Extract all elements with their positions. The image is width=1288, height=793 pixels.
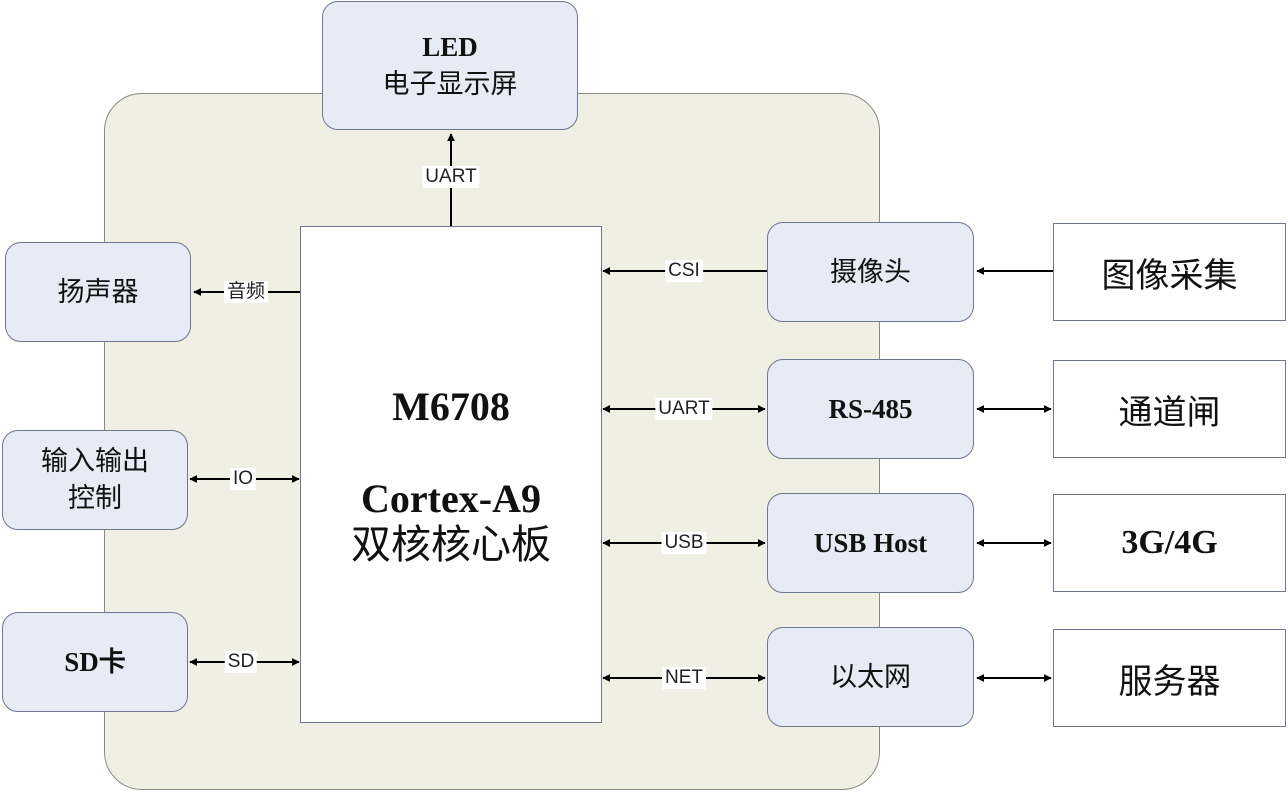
link-label-uart-led: UART: [422, 166, 480, 188]
link-label-usb: USB: [661, 532, 707, 554]
gate-box: 通道闸: [1053, 360, 1286, 458]
core-model: M6708: [392, 383, 510, 429]
ethernet-label: 以太网: [830, 661, 911, 692]
image-capture-label: 图像采集: [1101, 257, 1238, 295]
io-label-line1: 输入输出: [41, 446, 149, 476]
image-capture-box: 图像采集: [1053, 223, 1286, 321]
ethernet-box: 以太网: [767, 627, 974, 727]
led-title: LED: [422, 31, 478, 62]
link-label-uart-rs485: UART: [655, 398, 713, 420]
io-control-box: 输入输出 控制: [2, 430, 188, 530]
speaker-label: 扬声器: [57, 276, 139, 307]
core-cpu: Cortex-A9: [361, 475, 541, 521]
sd-card-box: SD卡: [2, 612, 188, 712]
link-label-csi: CSI: [665, 260, 703, 282]
sd-card-label: SD卡: [64, 646, 126, 677]
link-label-sd: SD: [224, 651, 258, 673]
usb-host-box: USB Host: [767, 493, 974, 593]
core-desc: 双核核心板: [351, 521, 551, 567]
link-label-net: NET: [662, 667, 706, 689]
rs485-box: RS-485: [767, 359, 974, 459]
core-board: M6708 Cortex-A9 双核核心板: [300, 226, 602, 723]
link-label-audio: 音频: [223, 281, 269, 303]
camera-box: 摄像头: [767, 222, 974, 322]
link-label-io: IO: [229, 468, 257, 490]
camera-label: 摄像头: [830, 256, 911, 287]
cellular-box: 3G/4G: [1053, 494, 1286, 592]
server-label: 服务器: [1118, 663, 1221, 701]
led-subtitle: 电子显示屏: [382, 68, 518, 99]
usb-host-label: USB Host: [813, 527, 928, 558]
led-display-box: LED 电子显示屏: [322, 1, 578, 130]
cellular-label: 3G/4G: [1121, 524, 1218, 561]
server-box: 服务器: [1053, 629, 1286, 727]
gate-label: 通道闸: [1118, 394, 1221, 432]
speaker-box: 扬声器: [5, 242, 191, 342]
io-label-line2: 控制: [68, 483, 122, 513]
rs485-label: RS-485: [828, 393, 913, 424]
